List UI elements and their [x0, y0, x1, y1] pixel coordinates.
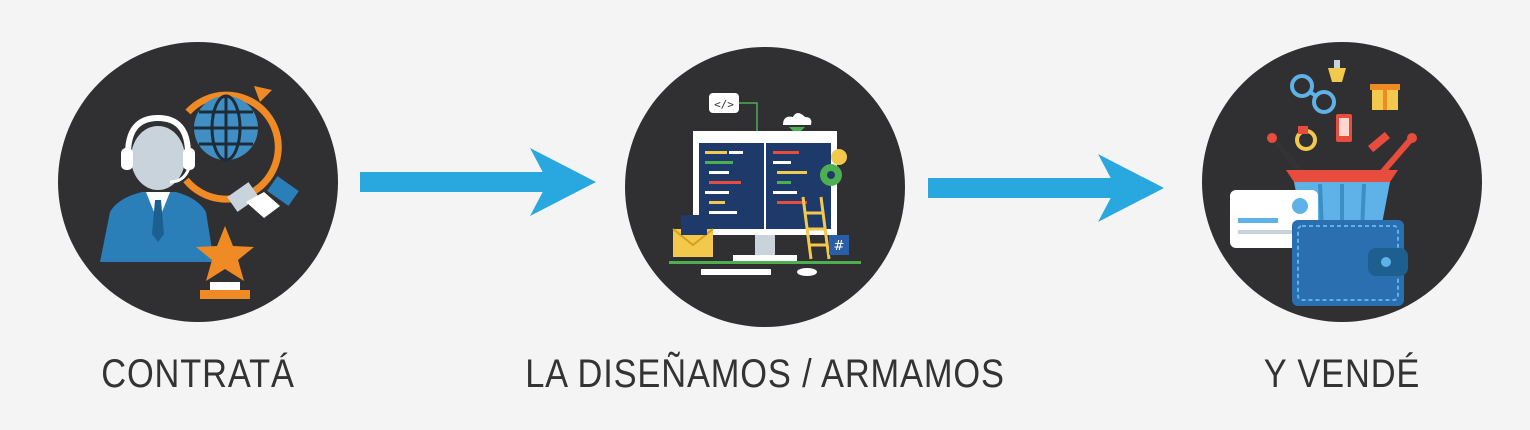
step-2-circle: </> — [625, 47, 905, 327]
step-3-label: Y VENDÉ — [1263, 352, 1421, 396]
step-1-circle — [58, 42, 338, 322]
customer-support-agent-icon — [100, 86, 299, 299]
svg-text:#: # — [834, 239, 845, 254]
step-1-label: CONTRATÁ — [101, 352, 295, 396]
step-2-label: LA DISEÑAMOS / ARMAMOS — [525, 352, 1005, 396]
shopping-basket-wallet-icon — [1230, 60, 1417, 306]
step-3-circle — [1202, 42, 1482, 322]
arrow-right-icon — [360, 148, 596, 216]
web-development-monitor-icon: </> — [669, 93, 861, 276]
arrow-right-icon — [928, 154, 1164, 222]
svg-text:</>: </> — [714, 98, 734, 111]
